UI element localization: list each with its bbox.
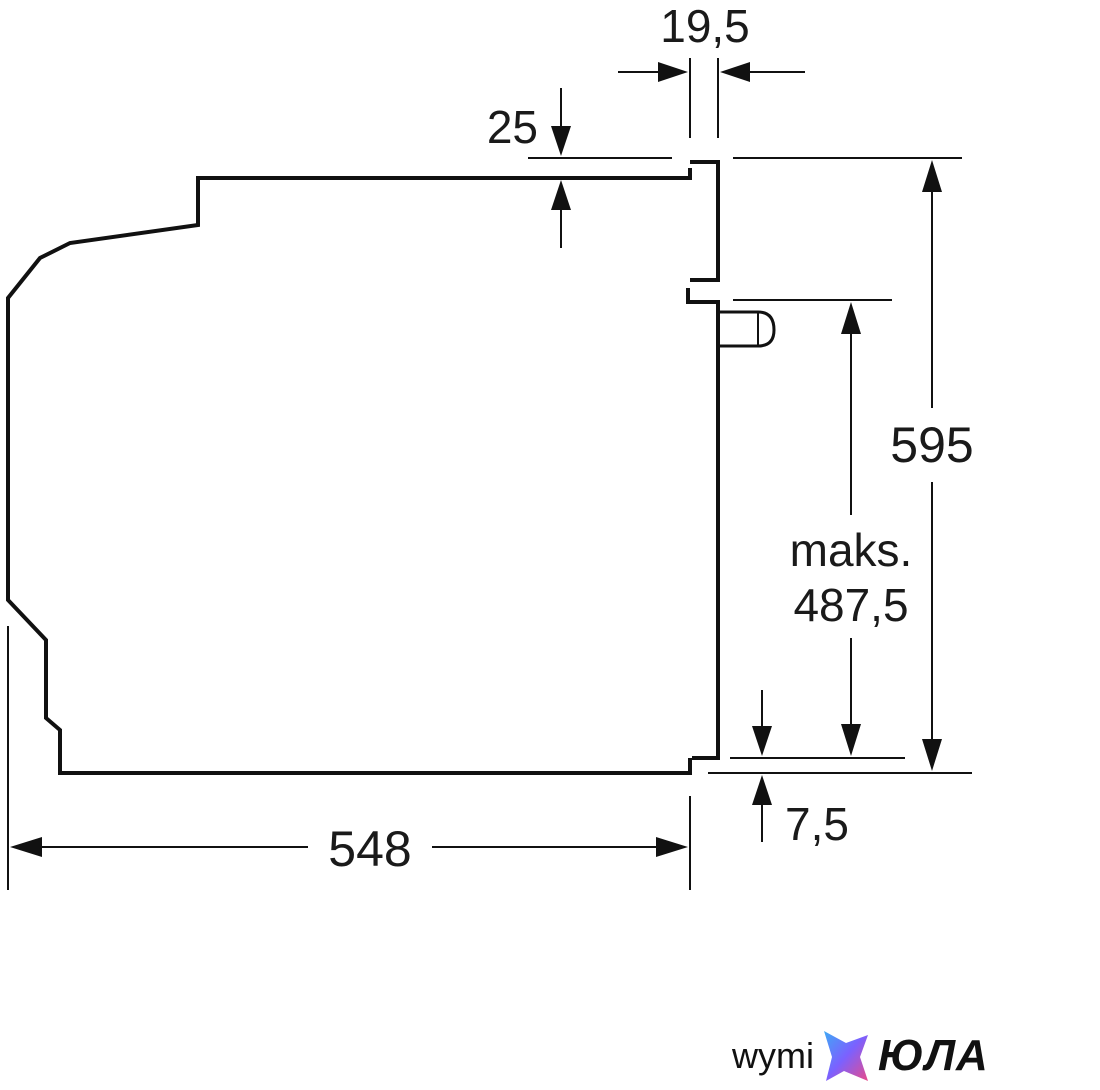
dim-19-5-arrow-left — [658, 62, 688, 82]
dim-595-arrow-bottom — [922, 739, 942, 771]
dim-548-arrow-right — [656, 837, 688, 857]
control-knob — [718, 310, 776, 348]
front-panel-upper — [690, 160, 720, 282]
dim-25-arrow-top — [551, 126, 571, 156]
dim-19-5-label: 19,5 — [660, 0, 750, 52]
dim-25-label: 25 — [487, 101, 538, 153]
yula-logo-icon — [823, 1031, 868, 1081]
dim-595-label: 595 — [890, 417, 973, 473]
watermark: wymi ЮЛА — [732, 1026, 1092, 1086]
dim-7-5-arrow-bottom — [752, 775, 772, 805]
dim-487-5-arrow-top — [841, 302, 861, 334]
dim-7-5-label: 7,5 — [785, 798, 849, 850]
dim-7-5-arrow-top — [752, 726, 772, 756]
dim-548-label: 548 — [328, 821, 411, 877]
dim-548-arrow-left — [10, 837, 42, 857]
dim-595-arrow-top — [922, 160, 942, 192]
dim-487-5-arrow-bottom — [841, 724, 861, 756]
watermark-text-yula: ЮЛА — [877, 1031, 989, 1080]
front-panel-door — [686, 288, 720, 760]
oven-body-outline — [6, 168, 692, 775]
watermark-text-wymi: wymi — [732, 1035, 814, 1076]
dim-19-5-arrow-right — [720, 62, 750, 82]
dim-25-arrow-bottom — [551, 180, 571, 210]
dim-487-5-label-line2: 487,5 — [793, 579, 908, 631]
dim-487-5-label-line1: maks. — [790, 524, 913, 576]
